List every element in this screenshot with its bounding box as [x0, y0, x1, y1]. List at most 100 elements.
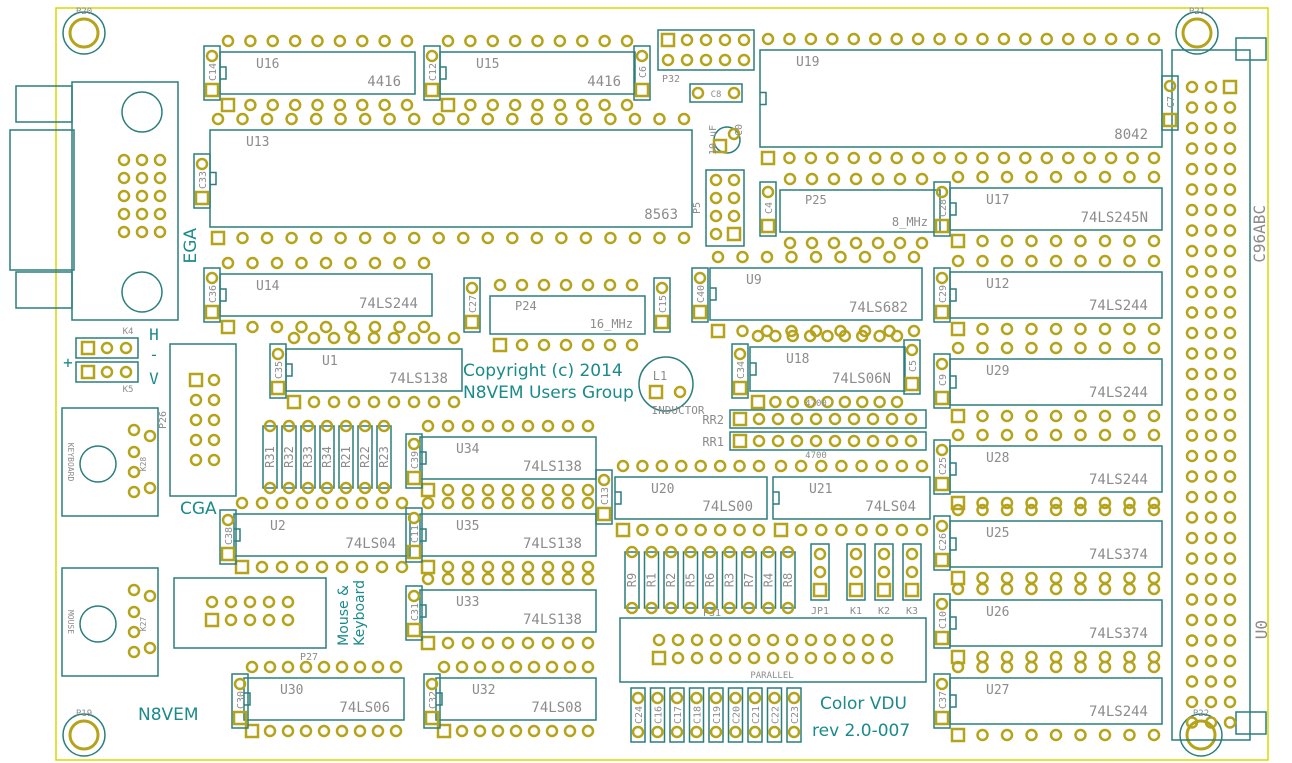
din-pin — [127, 465, 141, 479]
chip-part: 74LS138 — [523, 612, 582, 628]
chip-pin — [295, 496, 309, 510]
cap-ref: C14 — [208, 63, 219, 81]
chip-pin — [491, 724, 505, 738]
osc-pin — [603, 278, 617, 292]
osc-pin — [871, 236, 885, 250]
cap-pin — [407, 589, 421, 603]
edge-pin — [1223, 347, 1237, 360]
p26-label: P26 — [158, 411, 169, 429]
chip-pin — [803, 329, 817, 343]
chip-pin — [356, 34, 369, 48]
chip-pin — [826, 151, 839, 165]
chip-pin — [950, 233, 966, 249]
chip-pin — [1098, 234, 1112, 248]
osc-pin — [893, 236, 907, 250]
ega-shell — [9, 129, 75, 271]
din-pin — [127, 423, 141, 437]
chip-pin — [1098, 322, 1112, 336]
resistor-pin — [625, 545, 639, 559]
chip-pin — [1074, 650, 1087, 664]
chip-pin — [1098, 571, 1112, 585]
chip-pin — [1025, 582, 1038, 596]
chip-notch — [420, 528, 427, 542]
resistor-pin — [762, 601, 775, 615]
chip-pin — [783, 32, 796, 46]
chip-pin — [461, 560, 475, 574]
rnet-pin — [828, 434, 842, 448]
chip-pin — [895, 459, 909, 473]
din-pin — [127, 645, 141, 659]
chip-pin — [407, 331, 421, 345]
chip-pin — [309, 112, 323, 126]
chip-pin — [555, 231, 568, 245]
chip-pin — [333, 34, 347, 48]
chip-pin — [299, 660, 313, 674]
chip-part: 74LS06 — [339, 700, 390, 716]
cap-ref: C16 — [654, 706, 665, 724]
jumper-pin — [813, 565, 827, 579]
chip-ref: U15 — [476, 57, 499, 72]
resistor-body — [376, 425, 392, 489]
resistor-body — [357, 425, 373, 489]
header-pin — [205, 595, 219, 609]
chip-pin — [736, 250, 749, 264]
ega-screw — [121, 271, 163, 313]
chip-notch — [420, 604, 427, 618]
chip-pin — [260, 112, 274, 126]
header-pin — [726, 226, 742, 242]
chip-pin — [371, 660, 385, 674]
osc-value: 16_MHz — [590, 317, 633, 331]
chip-pin — [521, 636, 535, 650]
chip-pin — [541, 636, 555, 650]
edge-pin — [1204, 593, 1218, 606]
resistor-pin — [645, 601, 658, 615]
chip-pin — [367, 331, 381, 345]
cap-pin — [204, 82, 220, 98]
resistor-body — [702, 551, 718, 609]
chip-pin — [976, 582, 989, 596]
edge-pin — [1223, 716, 1237, 729]
chip-pin — [579, 231, 593, 245]
din-pin — [143, 429, 157, 443]
resistor-pin — [703, 545, 717, 559]
chip-pin — [383, 112, 396, 126]
osc-pin — [915, 172, 929, 186]
chip-pin — [327, 395, 341, 409]
edge-pin — [1204, 244, 1218, 258]
chip-pin — [576, 34, 589, 48]
edge-pin — [1223, 654, 1237, 668]
header-pin — [823, 651, 837, 665]
cap-pin — [194, 190, 210, 206]
resistor-body — [663, 551, 679, 609]
chip-pin — [491, 660, 505, 674]
edge-pin — [1204, 531, 1218, 545]
chip-pin — [1025, 322, 1038, 336]
chip-pin — [481, 231, 495, 245]
chip-pin — [245, 660, 259, 674]
chip-pin — [387, 395, 401, 409]
jumper-pin — [905, 565, 919, 579]
edge-pin — [1223, 388, 1237, 401]
cap-pin — [205, 49, 219, 63]
chip-pin — [1000, 322, 1014, 336]
chip-pin — [794, 459, 808, 473]
chip-pin — [501, 496, 515, 510]
chip-pin — [835, 459, 848, 473]
resistor-ref: R4 — [762, 573, 776, 587]
cap-ref: C38 — [224, 527, 235, 545]
header-pin — [189, 393, 203, 407]
chip-pin — [976, 428, 989, 442]
chip-pin — [521, 560, 535, 574]
chip-pin — [976, 170, 989, 184]
chip-pin — [628, 231, 642, 245]
chip-pin — [933, 151, 946, 165]
cap-ref: C40 — [696, 285, 707, 303]
chip-notch — [440, 66, 447, 80]
chip-pin — [950, 321, 966, 337]
chip-pin — [976, 503, 989, 517]
cap-pin — [464, 314, 480, 330]
chip-pin — [266, 34, 279, 48]
chip-pin — [856, 395, 869, 409]
chip-pin — [713, 459, 727, 473]
cap-pin — [195, 157, 209, 171]
